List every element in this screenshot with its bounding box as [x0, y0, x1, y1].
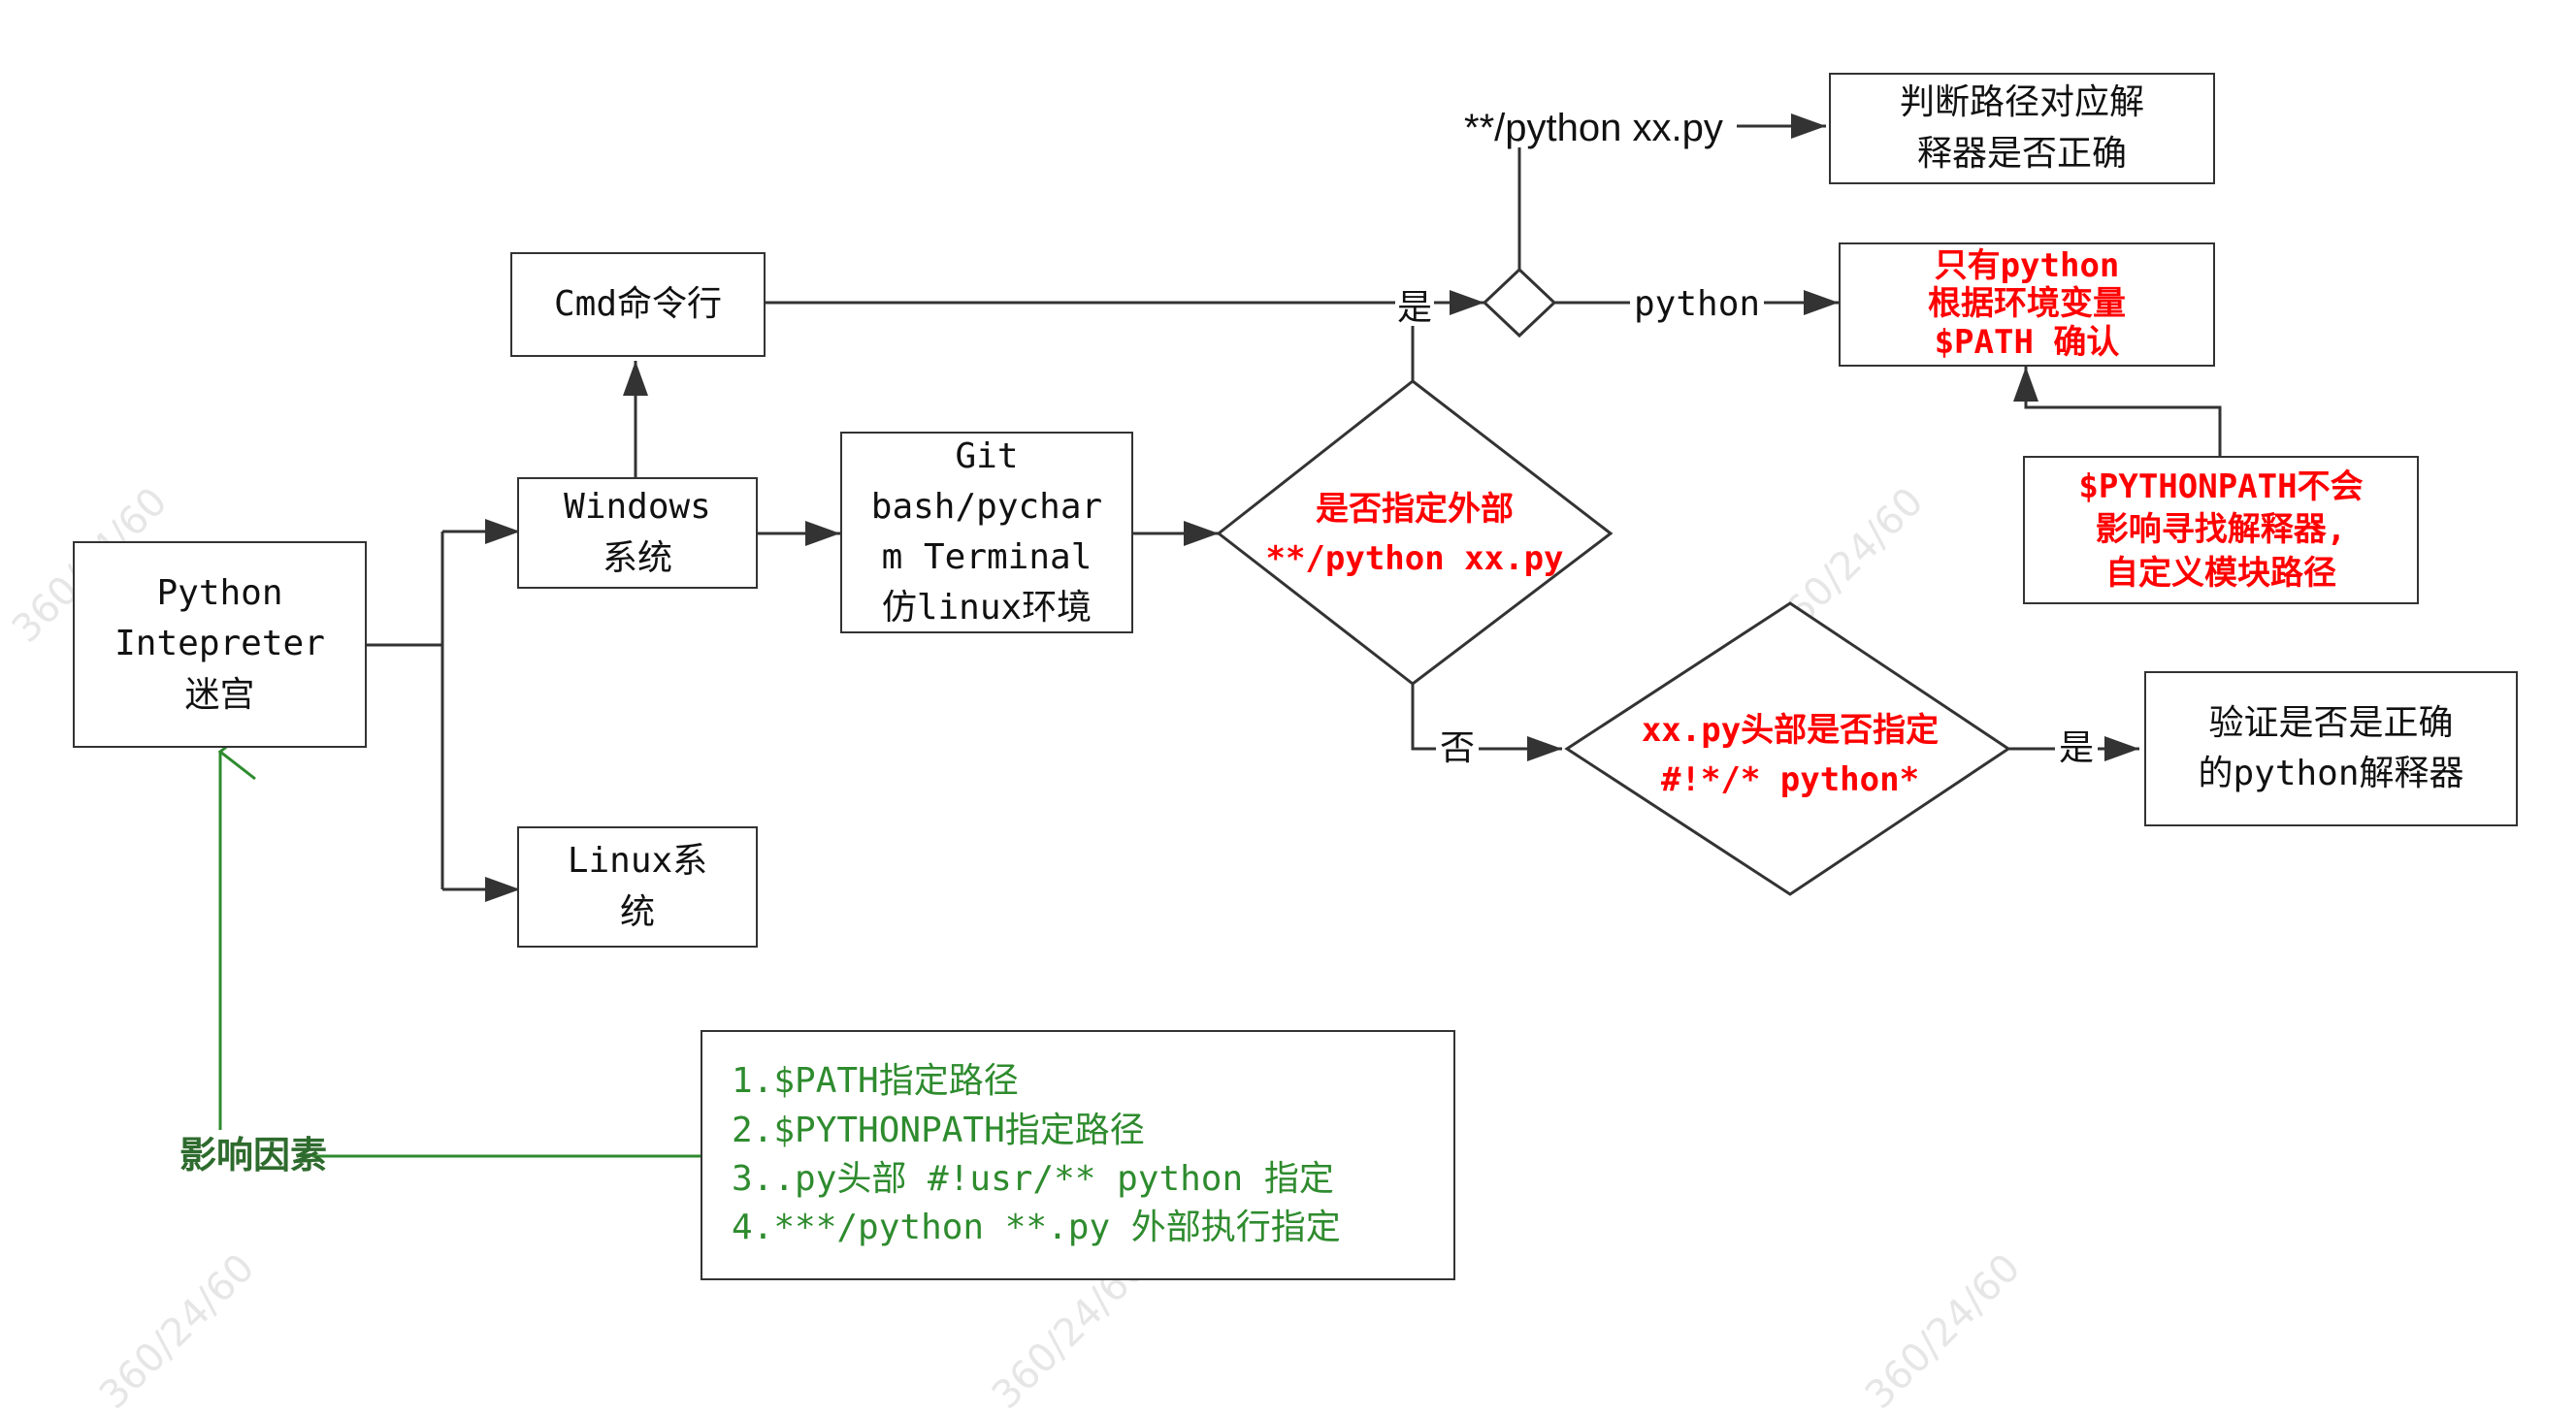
diamond-specify-external-text: 是否指定外部 **/python xx.py: [1228, 485, 1601, 584]
box-linux: Linux系 统: [517, 826, 758, 948]
judge-path-line-1: 判断路径对应解: [1899, 82, 2144, 123]
box-git-bash: Git bash/pychar m Terminal 仿linux环境: [840, 432, 1133, 633]
linux-line-2: 统: [619, 891, 655, 932]
python-interpreter-line-1: Python: [156, 573, 283, 614]
only-python-line-3: $PATH 确认: [1934, 322, 2120, 362]
box-judge-path: 判断路径对应解 释器是否正确: [1829, 73, 2215, 184]
pythonpath-note-line-3: 自定义模块路径: [2105, 553, 2336, 593]
pythonpath-note-line-2: 影响寻找解释器,: [2095, 510, 2347, 550]
cmd-line-1: Cmd命令行: [553, 283, 723, 324]
header-check-line-2: #!*/* python*: [1660, 760, 1920, 799]
specify-external-line-1: 是否指定外部: [1316, 490, 1514, 529]
box-only-python: 只有python 根据环境变量 $PATH 确认: [1839, 242, 2215, 367]
only-python-line-1: 只有python: [1934, 246, 2120, 286]
label-factors: 影响因素: [179, 1134, 328, 1176]
linux-line-1: Linux系: [567, 841, 708, 882]
label-python-branch: python: [1630, 287, 1765, 322]
label-external-path: **/python xx.py: [1460, 109, 1727, 147]
small-diamond: [1482, 267, 1557, 338]
diamond-header-check-text: xx.py头部是否指定 #!*/* python*: [1577, 706, 2004, 805]
flowchart: 360/24/60 360/24/60 360/24/60 360/24/60 …: [0, 73, 2518, 1418]
git-bash-line-3: m Terminal: [881, 537, 1092, 577]
box-windows: Windows 系统: [517, 477, 758, 589]
pythonpath-note-line-1: $PYTHONPATH不会: [2078, 467, 2364, 507]
label-yes-right: 是: [2055, 731, 2099, 766]
box-python-interpreter: Python Intepreter 迷宫: [73, 541, 367, 748]
factors-list-line-2: 2.$PYTHONPATH指定路径: [732, 1110, 1145, 1150]
git-bash-line-4: 仿linux环境: [881, 588, 1092, 628]
connectors: [0, 113, 2222, 1158]
git-bash-line-2: bash/pychar: [870, 486, 1103, 527]
specify-external-line-2: **/python xx.py: [1265, 539, 1564, 578]
label-no: 否: [1436, 731, 1480, 766]
windows-line-1: Windows: [564, 487, 711, 528]
git-bash-line-1: Git: [955, 435, 1019, 476]
box-cmd: Cmd命令行: [510, 252, 766, 357]
python-interpreter-line-2: Intepreter: [114, 624, 325, 664]
label-yes-top: 是: [1395, 288, 1435, 328]
python-interpreter-line-3: 迷宫: [184, 674, 255, 715]
factors-list-line-4: 4.***/python **.py 外部执行指定: [732, 1208, 1341, 1248]
edge-note-up: [2013, 367, 2222, 456]
edge-no: [1411, 684, 1562, 761]
verify-header-line-1: 验证是否是正确: [2208, 702, 2454, 743]
box-verify-header: 验证是否是正确 的python解释器: [2144, 671, 2518, 826]
only-python-line-2: 根据环境变量: [1928, 284, 2126, 324]
header-check-line-1: xx.py头部是否指定: [1641, 711, 1940, 750]
windows-line-2: 系统: [602, 537, 672, 578]
factors-list-line-3: 3..py头部 #!usr/** python 指定: [732, 1159, 1334, 1199]
judge-path-line-2: 释器是否正确: [1916, 133, 2127, 174]
box-factors-list: 1.$PATH指定路径 2.$PYTHONPATH指定路径 3..py头部 #!…: [701, 1030, 1455, 1280]
box-pythonpath-note: $PYTHONPATH不会 影响寻找解释器, 自定义模块路径: [2023, 456, 2419, 604]
diamond-header-check: [1564, 601, 2011, 896]
factors-list-line-1: 1.$PATH指定路径: [732, 1061, 1019, 1102]
verify-header-line-2: 的python解释器: [2198, 754, 2464, 793]
